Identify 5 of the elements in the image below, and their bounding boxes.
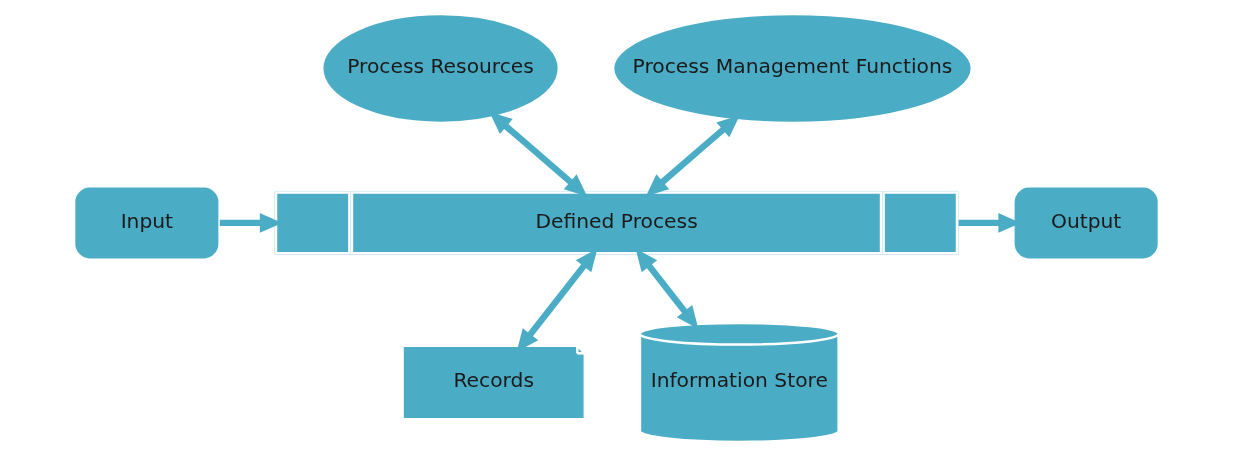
- node-box: Output: [1012, 184, 1161, 261]
- node-ellipse: Process Management Functions: [611, 12, 974, 124]
- node-box: Input: [72, 184, 221, 261]
- arrow: [489, 111, 588, 196]
- node-ellipse: Process Resources: [320, 12, 561, 124]
